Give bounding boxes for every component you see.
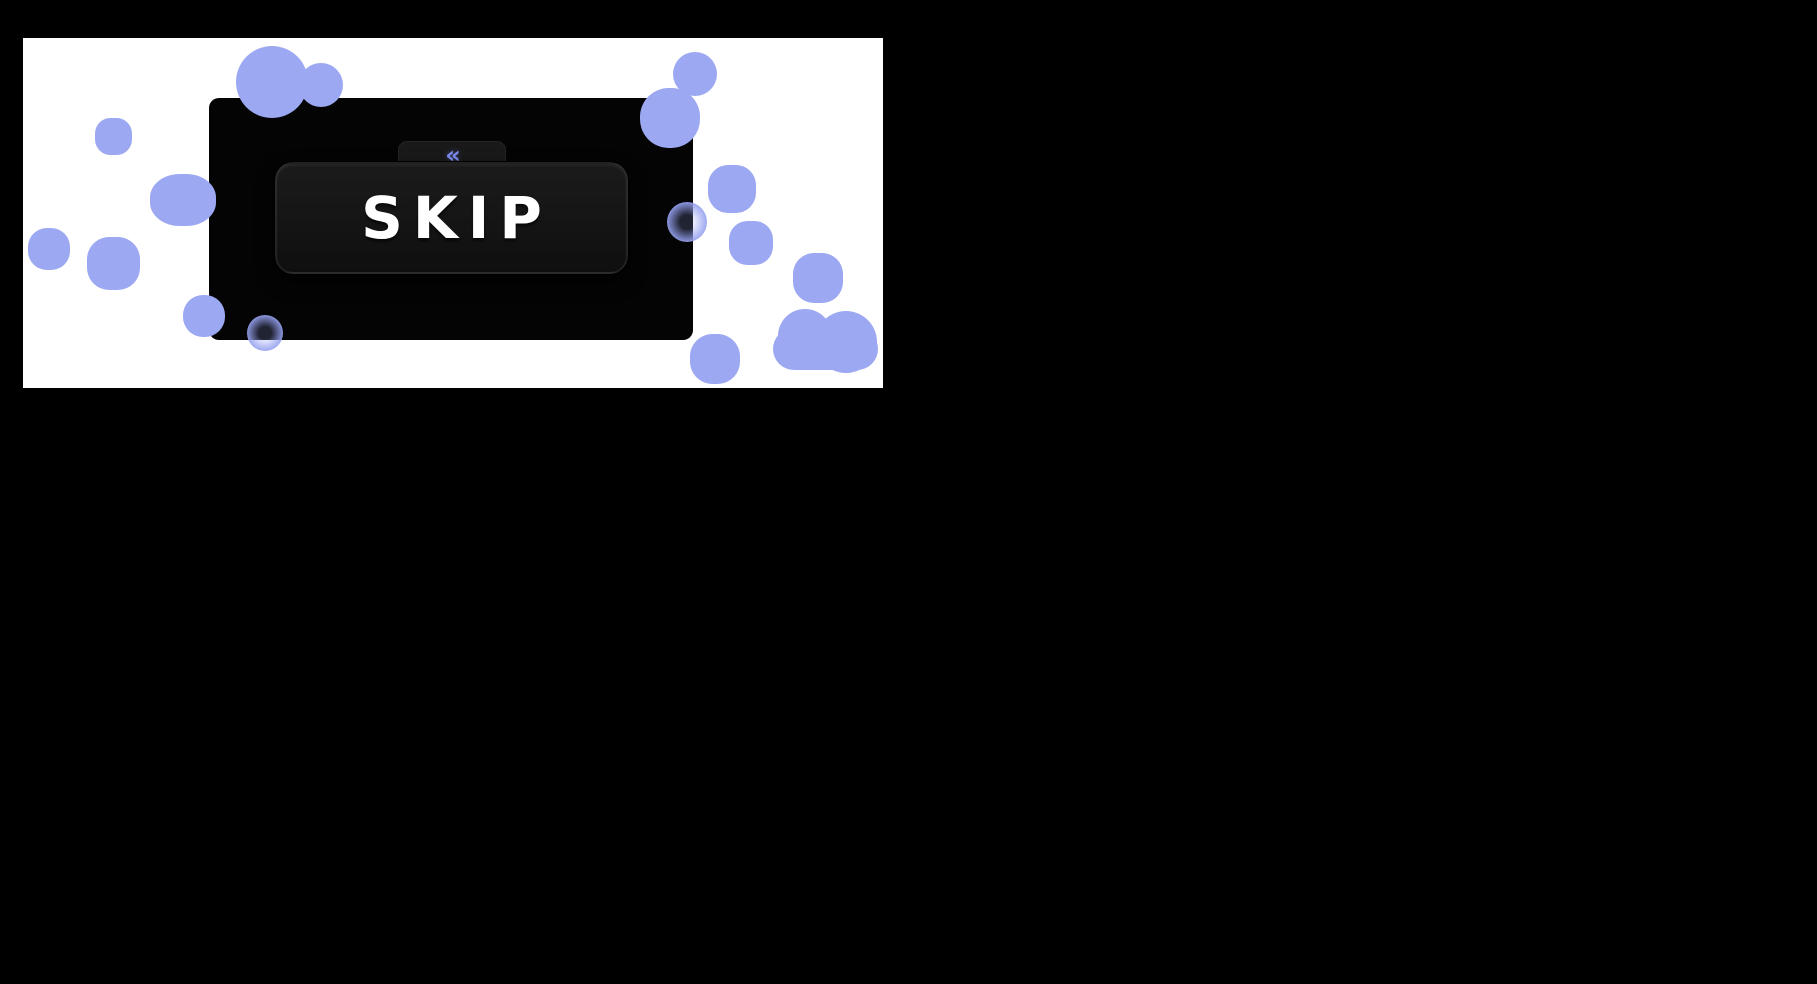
paint-blob bbox=[87, 237, 140, 290]
double-chevron-left-icon: « bbox=[445, 141, 460, 169]
paint-blob bbox=[28, 228, 70, 270]
paint-blob bbox=[773, 328, 878, 370]
paint-blob bbox=[729, 221, 773, 265]
skip-panel: « SKIP bbox=[209, 98, 693, 340]
paint-blob bbox=[815, 311, 877, 373]
paint-blob bbox=[708, 165, 756, 213]
paint-blob bbox=[778, 309, 832, 363]
skip-button[interactable]: SKIP bbox=[274, 161, 629, 275]
drawing-canvas[interactable]: « SKIP bbox=[23, 38, 883, 388]
skip-button-label: SKIP bbox=[361, 184, 552, 252]
paint-blob bbox=[95, 118, 132, 155]
paint-blob bbox=[150, 174, 216, 226]
paint-blob bbox=[793, 253, 843, 303]
paint-blob bbox=[690, 334, 740, 384]
paint-blob bbox=[673, 52, 717, 96]
